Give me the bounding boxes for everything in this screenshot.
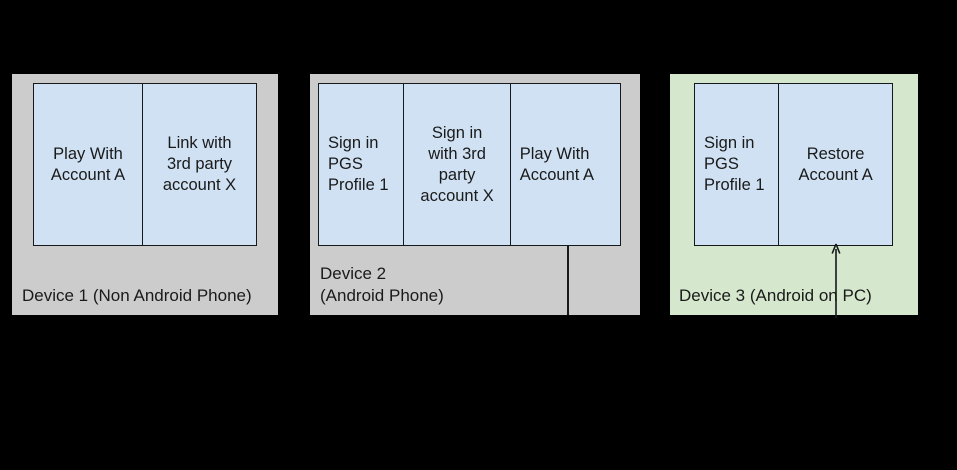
- device-2-trailing-line: [567, 246, 569, 315]
- device-2-step-1[interactable]: Sign in PGS Profile 1: [319, 84, 405, 245]
- device-3-step-row: Sign in PGS Profile 1 Restore Account A: [694, 83, 893, 246]
- device-2-label: Device 2 (Android Phone): [320, 264, 444, 305]
- device-3-step-1[interactable]: Sign in PGS Profile 1: [695, 84, 780, 245]
- device-2-step-row: Sign in PGS Profile 1 Sign in with 3rd p…: [318, 83, 621, 246]
- device-2-step-3[interactable]: Play With Account A: [519, 144, 595, 184]
- device-3-label: Device 3 (Android on PC): [679, 286, 872, 305]
- device-1-step-2[interactable]: Link with 3rd party account X: [162, 134, 237, 194]
- device-2-step-2[interactable]: Sign in with 3rd party account X: [404, 84, 511, 245]
- device-1-step-row: Play With Account A Link with 3rd party …: [33, 83, 257, 246]
- device-3-step-2[interactable]: Restore Account A: [798, 144, 873, 184]
- device-3-restore-arrow: [831, 243, 841, 318]
- device-1-step-1[interactable]: Play With Account A: [34, 84, 144, 245]
- device-1-label: Device 1 (Non Android Phone): [22, 286, 252, 305]
